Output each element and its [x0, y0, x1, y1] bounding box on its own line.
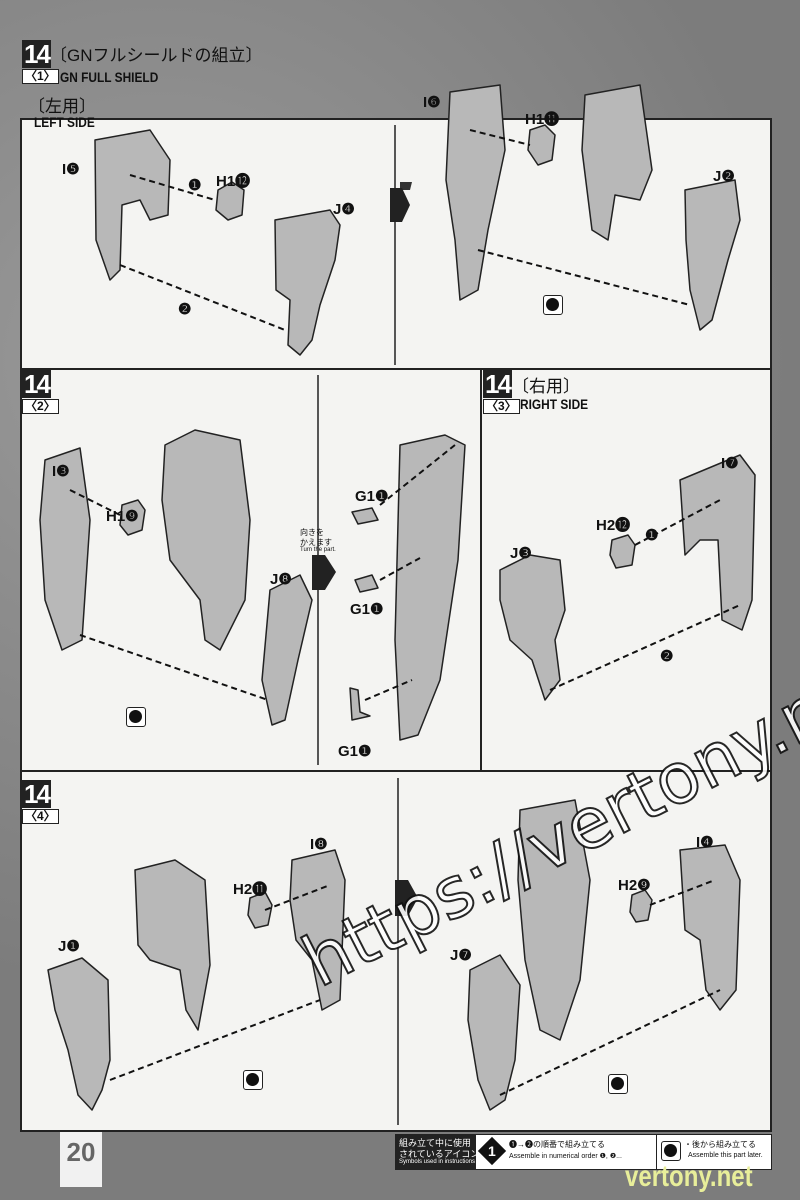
- watermark-logo: vertony.net: [625, 1160, 753, 1193]
- page-number: 20: [60, 1132, 102, 1187]
- turn-part-en: Turn the part.: [300, 547, 336, 553]
- assemble-later-icon: [543, 295, 563, 315]
- part-label: J❸: [510, 545, 532, 562]
- part-label: I❻: [423, 94, 441, 111]
- legend-later-en: Assemble this part later.: [688, 1152, 763, 1159]
- part-label: J❹: [333, 201, 355, 218]
- step-number: 14: [483, 369, 512, 399]
- legend-heading-en: Symbols used in instructions: [399, 1159, 476, 1165]
- order-icon-number: 1: [488, 1143, 496, 1159]
- side-en: LEFT SIDE: [34, 114, 95, 130]
- part-label: H1⓬: [216, 173, 251, 190]
- part-i5: [94, 129, 171, 281]
- order-marker: ❷: [178, 301, 192, 318]
- part-label: I❹: [696, 834, 714, 851]
- turn-part-jp-1: 向きを: [300, 528, 324, 537]
- step-number: 14: [22, 779, 51, 809]
- substep-label: 〈2〉: [22, 399, 59, 414]
- legend-order-jp: ❶→❷の順番で組み立てる: [509, 1140, 605, 1149]
- assemble-later-icon: [661, 1141, 681, 1161]
- part-label: G1❶: [350, 601, 384, 618]
- substep-label: 〈1〉: [22, 69, 59, 84]
- assemble-later-icon: [608, 1074, 628, 1094]
- part-label: G1❶: [338, 743, 372, 760]
- part-label: H2⓬: [596, 517, 631, 534]
- part-label: H2⓫: [233, 881, 268, 898]
- part-label: G1❶: [355, 488, 389, 505]
- order-marker: ❶: [645, 527, 659, 544]
- step-title-jp: 〔GNフルシールドの組立〕: [50, 46, 263, 65]
- part-label: J❽: [270, 571, 292, 588]
- side-en: RIGHT SIDE: [520, 396, 589, 412]
- part-label: I❺: [62, 161, 80, 178]
- part-label: H1❾: [106, 508, 139, 525]
- part-label: I❼: [721, 455, 739, 472]
- assemble-later-icon: [126, 707, 146, 727]
- legend-heading-jp-1: 組み立て中に使用: [399, 1138, 472, 1148]
- part-label: H2❾: [618, 877, 651, 894]
- step-title-en: GN FULL SHIELD: [60, 69, 159, 85]
- legend-later-jp: ・後から組み立てる: [684, 1140, 756, 1149]
- order-marker: ❶: [188, 177, 202, 194]
- part-label: I❽: [310, 836, 328, 853]
- side-jp: 〔左用〕: [28, 97, 96, 116]
- step-number: 14: [22, 369, 51, 399]
- substep-label: 〈3〉: [483, 399, 520, 414]
- legend-order-en: Assemble in numerical order ❶, ❷...: [509, 1153, 622, 1160]
- part-label: J❶: [58, 938, 80, 955]
- turn-part-jp-2: かえます: [300, 538, 332, 547]
- order-marker: ❷: [660, 648, 674, 665]
- part-label: J❼: [450, 947, 472, 964]
- symbols-legend: 組み立て中に使用 されているアイコン Symbols used in instr…: [395, 1134, 772, 1170]
- part-label: J❷: [713, 168, 735, 185]
- legend-heading-jp-2: されているアイコン: [399, 1149, 480, 1159]
- step-number: 14: [22, 39, 51, 69]
- substep-label: 〈4〉: [22, 809, 59, 824]
- part-label: I❸: [52, 463, 70, 480]
- assemble-later-icon: [243, 1070, 263, 1090]
- arrow-right-icon: [390, 188, 410, 222]
- part-label: H1⓫: [525, 111, 560, 128]
- side-jp: 〔右用〕: [512, 377, 580, 396]
